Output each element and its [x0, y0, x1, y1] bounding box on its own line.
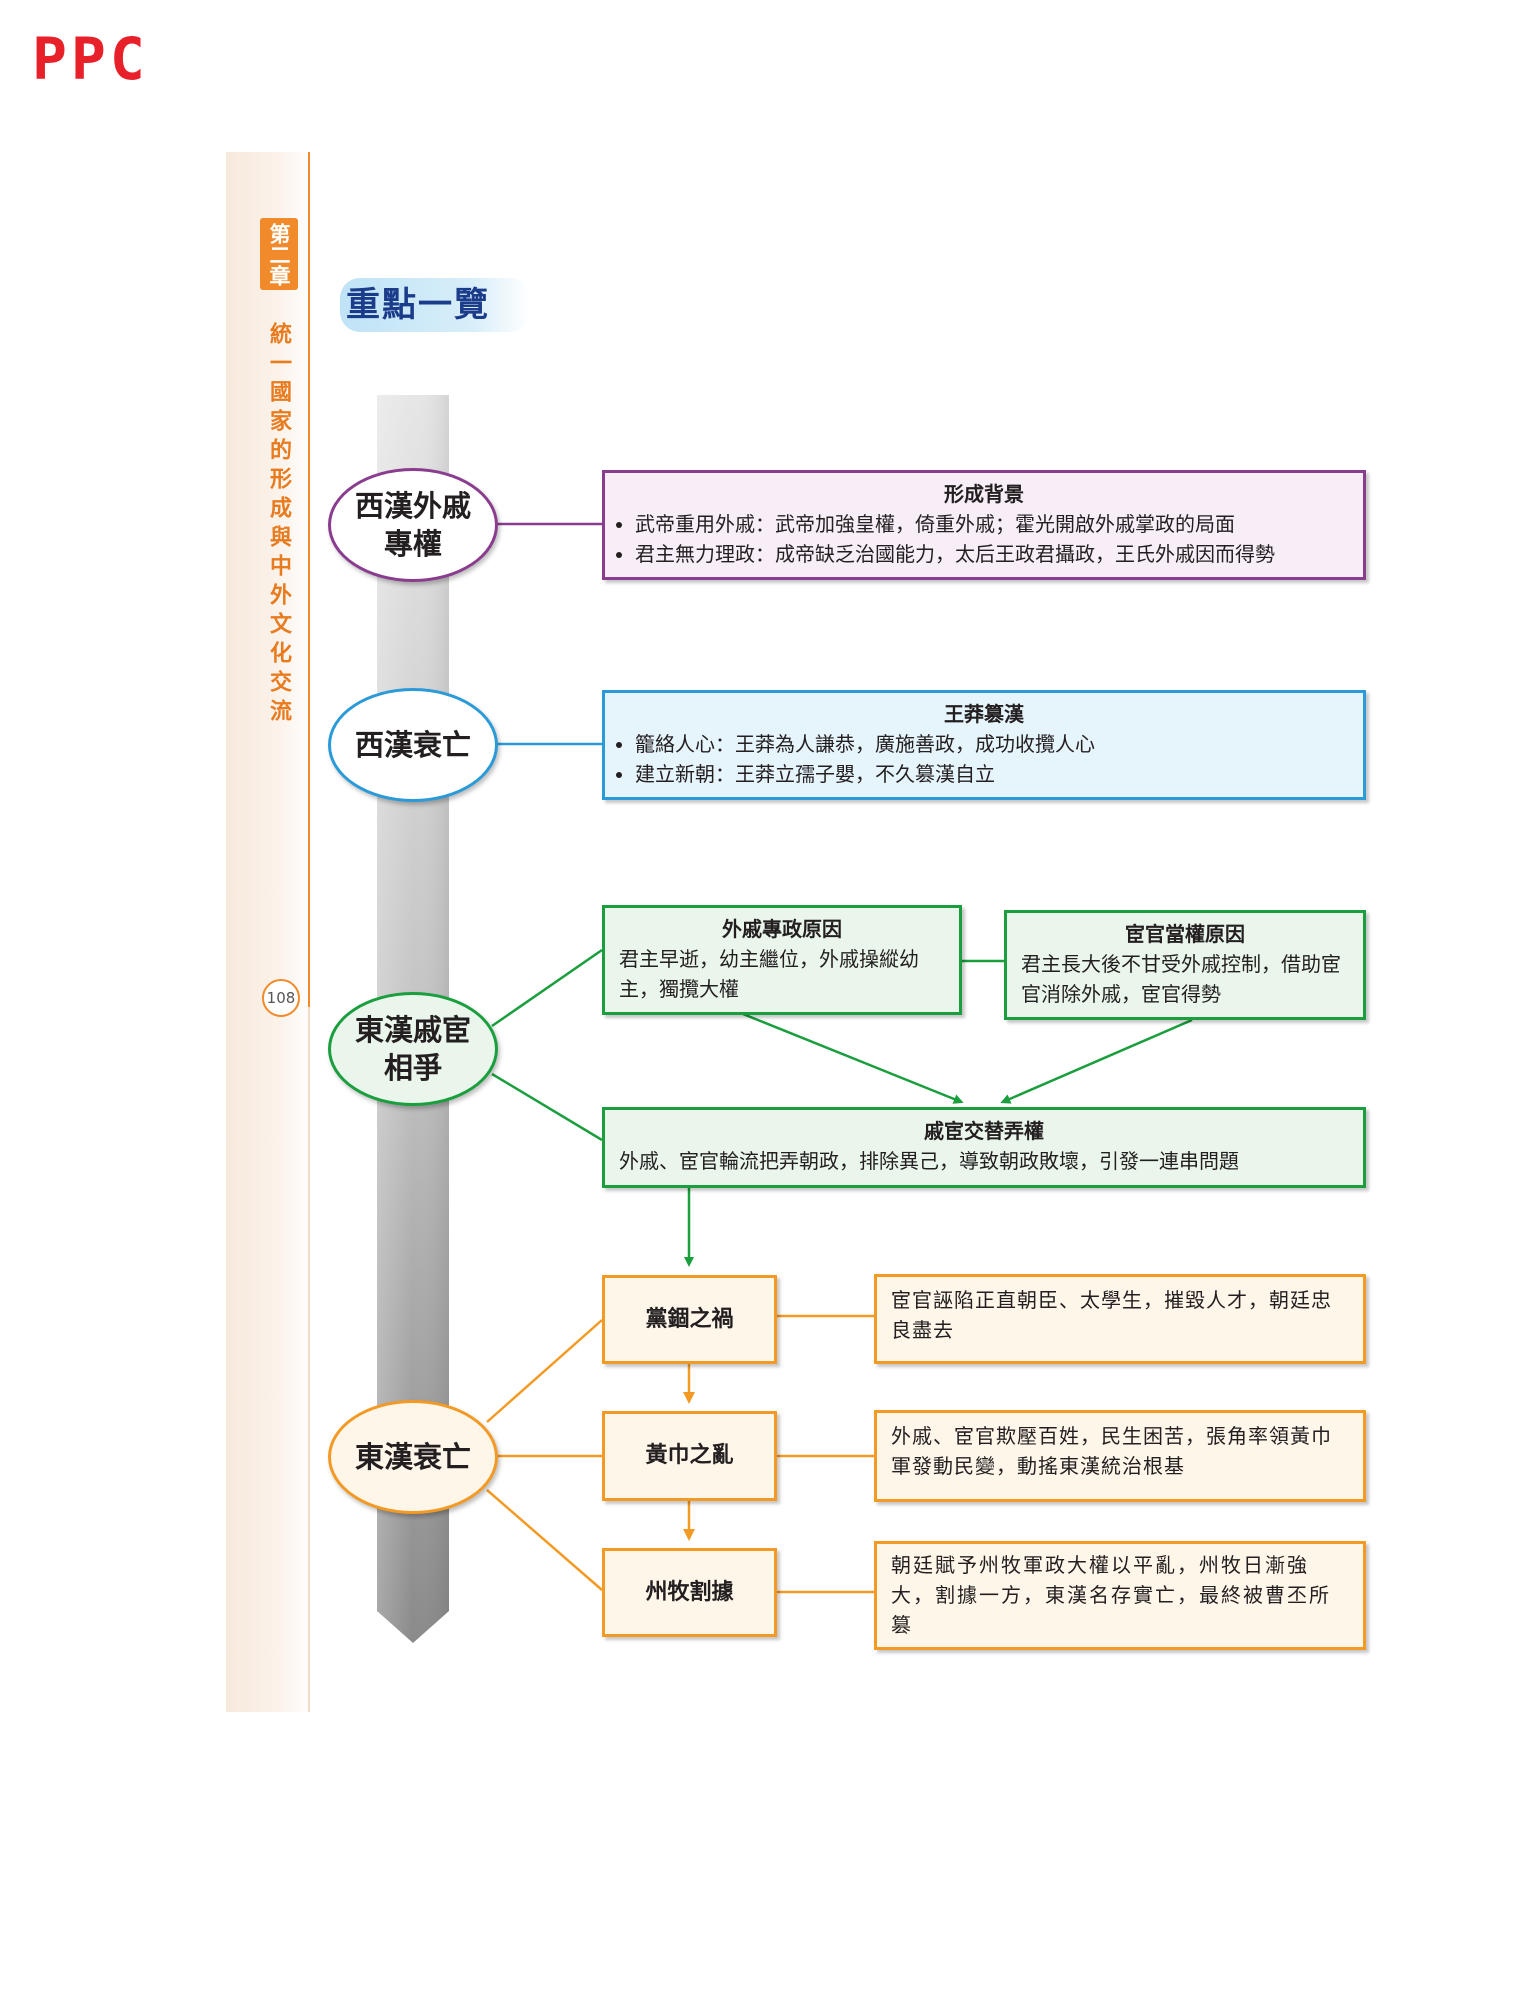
- bullet-list: 武帝重用外戚：武帝加強皇權，倚重外戚；霍光開啟外戚掌政的局面 君主無力理政：成帝…: [619, 509, 1349, 569]
- desc-provincial-warlords: 朝廷賦予州牧軍政大權以平亂，州牧日漸強大，割據一方，東漢名存實亡，最終被曹丕所篡: [874, 1541, 1366, 1650]
- node-western-han-decline: 西漢衰亡: [328, 688, 498, 802]
- box-yellow-turban-rebellion: 黃巾之亂: [602, 1411, 777, 1501]
- node-eastern-han-decline: 東漢衰亡: [328, 1400, 498, 1514]
- list-item: 君主無力理政：成帝缺乏治國能力，太后王政君攝政，王氏外戚因而得勢: [635, 539, 1349, 569]
- section-heading: 重點一覽: [340, 278, 530, 332]
- box-title: 王莽篡漢: [944, 702, 1024, 726]
- publisher-logo: PPC: [32, 25, 149, 93]
- sidebar-background: [226, 152, 312, 1712]
- node-eastern-han-struggle: 東漢戚宦 相爭: [328, 992, 498, 1106]
- box-partisan-prohibitions: 黨錮之禍: [602, 1275, 777, 1364]
- box-provincial-warlords: 州牧割據: [602, 1548, 777, 1637]
- box-text: 君主長大後不甘受外戚控制，借助宦官消除外戚，宦官得勢: [1021, 952, 1341, 1006]
- desc-partisan-prohibitions: 宦官誣陷正直朝臣、太學生，摧毀人才，朝廷忠良盡去: [874, 1274, 1366, 1364]
- box-title: 外戚專政原因: [722, 917, 842, 941]
- arrow-b3-b5: [742, 1012, 964, 1104]
- box-title: 形成背景: [944, 482, 1024, 506]
- box-text: 外戚、宦官輪流把弄朝政，排除異己，導致朝政敗壞，引發一連串問題: [619, 1149, 1239, 1173]
- bullet-list: 籠絡人心：王莽為人謙恭，廣施善政，成功收攬人心 建立新朝：王莽立孺子嬰，不久篡漢…: [619, 729, 1349, 789]
- connector-n4-e1: [486, 1319, 603, 1423]
- box-eunuch-reasons: 宦官當權原因 君主長大後不甘受外戚控制，借助宦官消除外戚，宦官得勢: [1004, 910, 1366, 1020]
- sidebar-divider-lower: [308, 1007, 310, 1712]
- box-text: 君主早逝，幼主繼位，外戚操縱幼主，獨攬大權: [619, 947, 919, 1001]
- connector-n3-b5: [491, 1072, 603, 1142]
- box-consort-reasons: 外戚專政原因 君主早逝，幼主繼位，外戚操縱幼主，獨攬大權: [602, 905, 962, 1015]
- list-item: 建立新朝：王莽立孺子嬰，不久篡漢自立: [635, 759, 1349, 789]
- chapter-title: 統一國家的形成與中外文化交流: [266, 322, 292, 728]
- box-wang-mang-usurpation: 王莽篡漢 籠絡人心：王莽為人謙恭，廣施善政，成功收攬人心 建立新朝：王莽立孺子嬰…: [602, 690, 1366, 800]
- node-western-han-consort-rule: 西漢外戚 專權: [328, 468, 498, 582]
- arrow-b4-b5: [1000, 1018, 1193, 1104]
- desc-yellow-turban-rebellion: 外戚、宦官欺壓百姓，民生困苦，張角率領黃巾軍發動民變，動搖東漢統治根基: [874, 1410, 1366, 1502]
- connector-n3-b3: [491, 948, 603, 1028]
- list-item: 籠絡人心：王莽為人謙恭，廣施善政，成功收攬人心: [635, 729, 1349, 759]
- box-alternating-power: 戚宦交替弄權 外戚、宦官輪流把弄朝政，排除異己，導致朝政敗壞，引發一連串問題: [602, 1107, 1366, 1188]
- connector-n4-e3: [486, 1489, 603, 1591]
- list-item: 武帝重用外戚：武帝加強皇權，倚重外戚；霍光開啟外戚掌政的局面: [635, 509, 1349, 539]
- sidebar-divider: [308, 152, 310, 1007]
- chapter-label: 第二章: [260, 218, 298, 290]
- page-number: 108: [262, 979, 300, 1017]
- box-title: 宦官當權原因: [1125, 922, 1245, 946]
- box-background-formation: 形成背景 武帝重用外戚：武帝加強皇權，倚重外戚；霍光開啟外戚掌政的局面 君主無力…: [602, 470, 1366, 580]
- box-title: 戚宦交替弄權: [924, 1119, 1044, 1143]
